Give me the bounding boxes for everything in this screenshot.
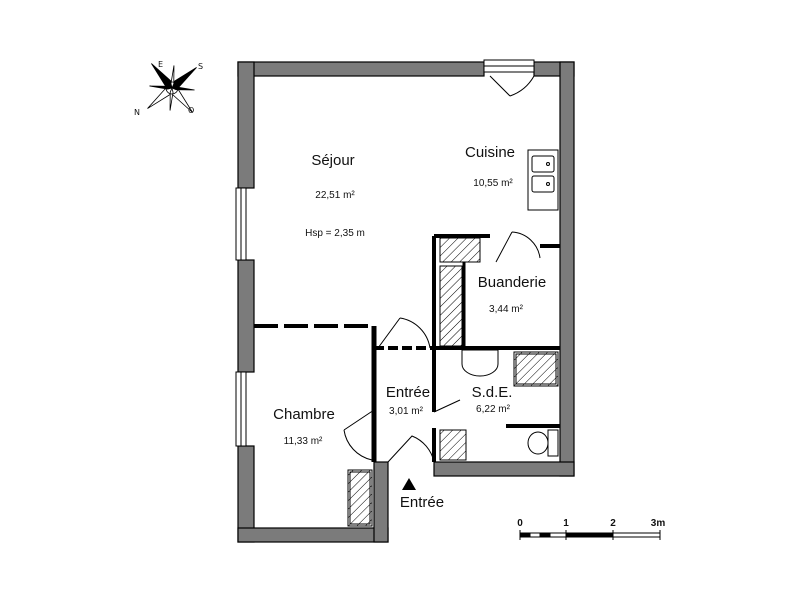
- room-name-cuisine: Cuisine: [464, 144, 516, 161]
- wall-bottom-sde: [433, 461, 575, 477]
- compass-label-e: E: [158, 60, 164, 69]
- room-area-sde: 6,22 m²: [476, 404, 510, 415]
- door-cuisine-buanderie: [495, 231, 541, 263]
- room-area-entree: 3,01 m²: [389, 406, 423, 417]
- closet-sde: [439, 429, 467, 461]
- outer-walls: [237, 61, 575, 543]
- room-area-cuisine: 10,55 m²: [473, 178, 513, 189]
- scale-bar: [519, 530, 661, 540]
- wall-left-upper: [237, 61, 255, 189]
- scale-tick-3: 3m: [650, 518, 666, 529]
- compass-label-s: S: [198, 62, 204, 71]
- sink-bowl-1: [531, 155, 555, 173]
- fixtures: [347, 149, 559, 527]
- wall-top-left: [237, 61, 485, 77]
- toilet-bowl: [527, 431, 549, 455]
- room-name-sejour: Séjour: [311, 152, 355, 169]
- interior-walls: [254, 234, 560, 462]
- wall-bottom-chambre: [237, 527, 389, 543]
- door-sde: [433, 399, 461, 413]
- compass-rose-icon: [147, 63, 197, 113]
- washing-machine: [439, 237, 481, 263]
- room-height-sejour: Hsp = 2,35 m: [305, 228, 365, 239]
- scale-tick-2: 2: [610, 518, 616, 529]
- scale-tick-1: 1: [563, 518, 569, 529]
- storage-buanderie: [439, 265, 463, 347]
- wall-right-entree: [373, 461, 389, 543]
- wall-right: [559, 61, 575, 477]
- door-entree-front: [387, 435, 435, 463]
- room-name-chambre: Chambre: [273, 406, 335, 423]
- room-area-chambre: 11,33 m²: [283, 436, 323, 447]
- room-area-sejour: 22,51 m²: [315, 190, 355, 201]
- wall-left-middle: [237, 259, 255, 373]
- entrance-label: Entrée: [399, 494, 445, 511]
- compass-label-n: N: [134, 108, 140, 117]
- windows: [235, 59, 535, 447]
- sink-bowl-2: [531, 175, 555, 193]
- entrance-arrow-icon: [402, 478, 416, 490]
- room-name-sde: S.d.E.: [471, 384, 513, 401]
- washbasin: [461, 349, 499, 377]
- door-sejour-entree: [377, 317, 431, 349]
- doors: [343, 231, 541, 463]
- door-chambre: [343, 409, 375, 461]
- compass-label-o: O: [188, 106, 195, 115]
- scale-tick-0: 0: [517, 518, 523, 529]
- wardrobe-chambre: [347, 469, 373, 527]
- room-name-buanderie: Buanderie: [477, 274, 547, 291]
- room-area-buanderie: 3,44 m²: [489, 304, 523, 315]
- toilet-tank: [547, 429, 559, 457]
- room-name-entree: Entrée: [385, 384, 431, 401]
- shower: [513, 351, 559, 387]
